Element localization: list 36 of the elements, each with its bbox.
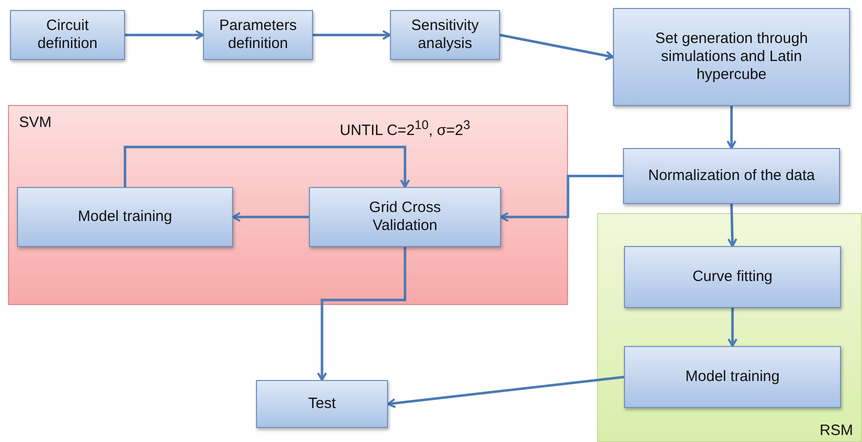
group-panel <box>597 213 862 442</box>
box-label: Grid Cross Validation <box>368 199 442 235</box>
arrow <box>727 204 738 247</box>
arrow <box>726 106 736 149</box>
process-box <box>613 8 850 106</box>
arrow <box>317 247 406 381</box>
edge-label: UNTIL C=2$^{10}$, σ=2$^{3}$ <box>340 118 470 139</box>
box-label: Parameters definition <box>218 17 298 53</box>
box-label: Curve fitting <box>692 268 773 286</box>
process-box <box>624 346 841 408</box>
box-label: Set generation through simulations and Latin hypercube <box>654 30 809 84</box>
arrow <box>124 146 410 188</box>
group-panel <box>8 105 568 305</box>
arrow <box>500 174 623 222</box>
group-title: RSM <box>820 422 853 439</box>
arrow <box>313 30 391 40</box>
process-box <box>203 10 313 60</box>
process-box <box>17 187 233 247</box>
process-box <box>390 10 500 60</box>
process-box <box>256 380 388 428</box>
box-label: Model training <box>78 208 172 226</box>
box-label: Model training <box>685 368 780 386</box>
process-box <box>10 10 125 60</box>
arrow <box>500 34 614 61</box>
arrow <box>232 212 309 222</box>
box-label: Sensitivity analysis <box>410 17 480 53</box>
arrow <box>387 376 624 408</box>
process-box <box>623 148 840 204</box>
box-label: Circuit definition <box>36 17 99 53</box>
process-box <box>309 187 501 247</box>
arrow <box>728 308 738 347</box>
arrow <box>125 30 204 40</box>
box-label: Normalization of the data <box>647 167 816 185</box>
process-box <box>624 246 841 308</box>
box-label: Test <box>308 395 336 413</box>
group-title: SVM <box>19 114 52 131</box>
